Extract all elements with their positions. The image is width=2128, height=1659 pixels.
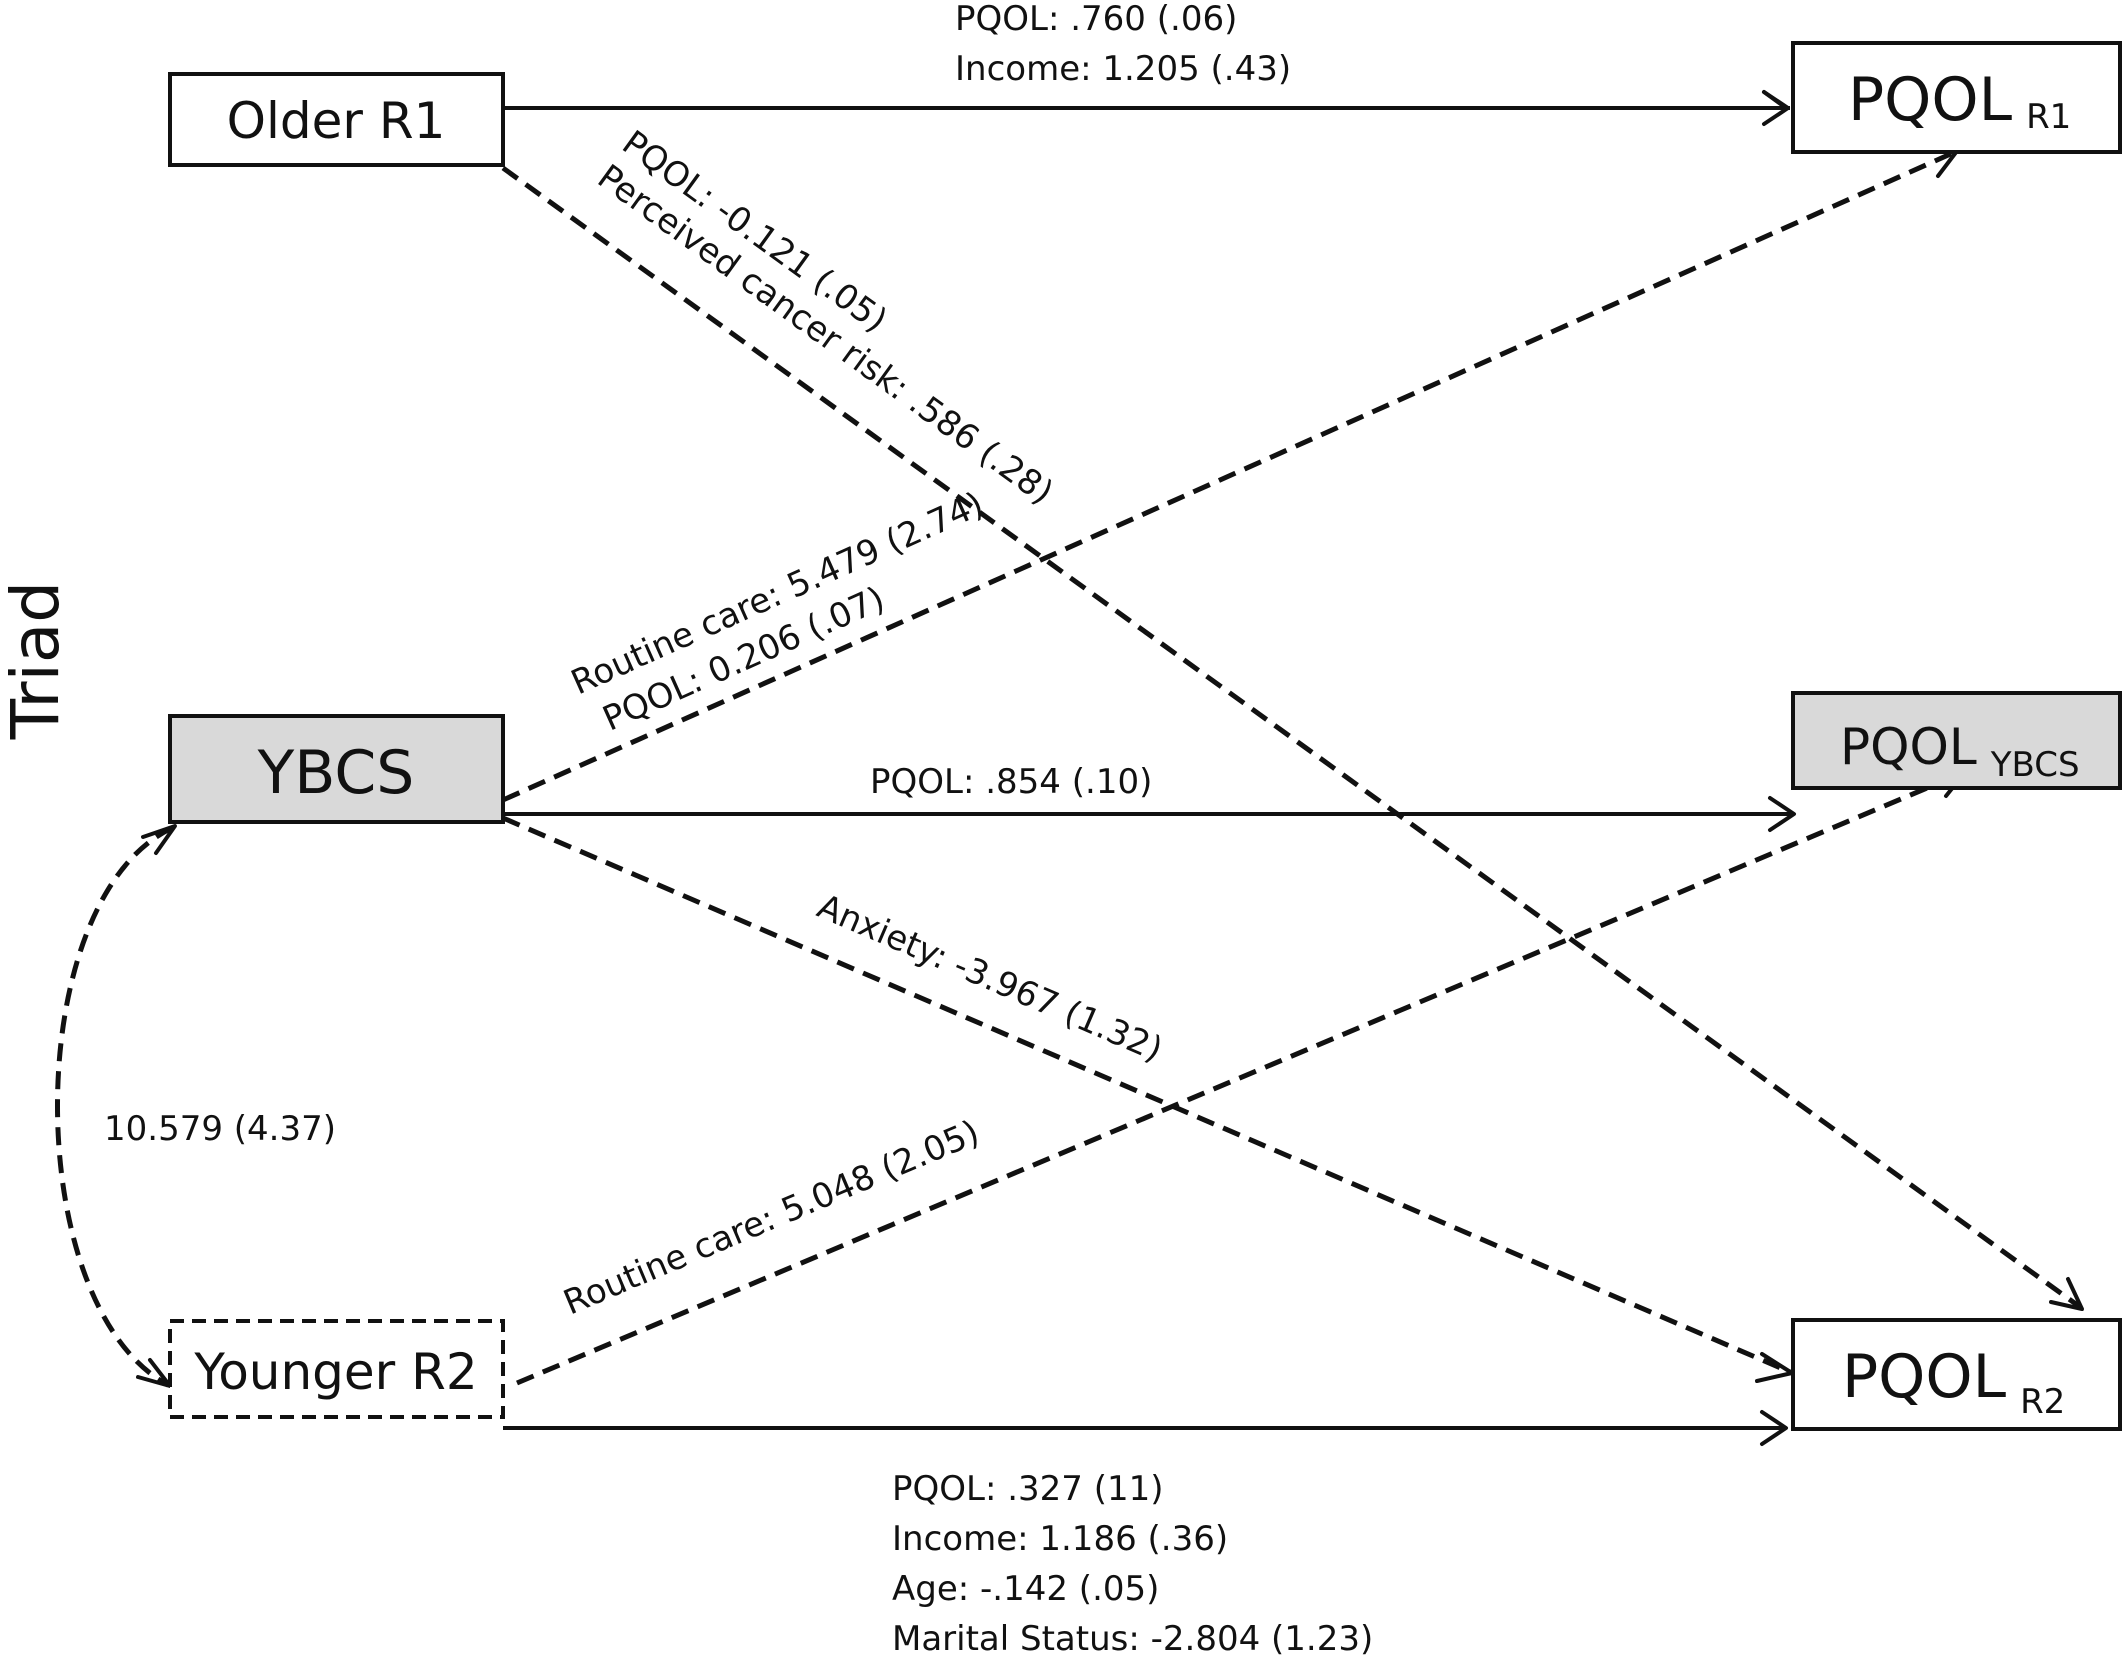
node-younger-r2-label: Younger R2 (193, 1343, 477, 1401)
node-ybcs-label: YBCS (257, 738, 415, 808)
node-pqol-r1-text: PQOL R1 (1848, 65, 2071, 137)
node-pqol-ybcs: PQOL YBCS (1791, 691, 2122, 790)
label-younger-pqol-r2-4: Marital Status: -2.804 (1.23) (892, 1619, 1373, 1659)
label-older-pqol-r1-1: PQOL: .760 (.06) (955, 0, 1237, 39)
label-group-older-pqol-r2: PQOL: -0.121 (.05) Perceived cancer risk… (590, 123, 1060, 513)
node-pqol-r2: PQOL R2 (1791, 1318, 2122, 1431)
label-younger-pqol-r2-3: Age: -.142 (.05) (892, 1569, 1159, 1609)
node-younger-r2-box (168, 1319, 505, 1419)
node-pqol-ybcs-sub: YBCS (1990, 745, 2080, 785)
label-group-ybcs-pqol-r1: Routine care: 5.479 (2.74) PQOL: 0.206 (… (565, 484, 989, 739)
node-older-r1: Older R1 (168, 72, 505, 167)
label-younger-pqol-r2-1: PQOL: .327 (11) (892, 1469, 1164, 1509)
triad-side-label: Triad (0, 581, 74, 740)
edge-ybcs-to-pqol-ybcs (503, 796, 1796, 832)
edge-older-to-pqol-r2 (501, 165, 2084, 1311)
label-older-pqol-r1-2: Income: 1.205 (.43) (955, 49, 1291, 89)
label-older-pqol-r2-2: Perceived cancer risk: .586 (.28) (590, 157, 1060, 513)
node-pqol-r2-box (1791, 1318, 2122, 1431)
node-pqol-r2-sub: R2 (2020, 1382, 2065, 1422)
node-pqol-r1-sub: R1 (2026, 97, 2071, 137)
edge-younger-to-pqol-ybcs (516, 766, 1968, 1386)
label-group-younger-pqol-ybcs: Routine care: 5.048 (2.05) (558, 1113, 985, 1324)
label-ybcs-pqol-r2: Anxiety: -3.967 (1.32) (811, 887, 1168, 1071)
label-younger-pqol-r2-2: Income: 1.186 (.36) (892, 1519, 1228, 1559)
node-pqol-r2-main: PQOL (1842, 1342, 2007, 1412)
node-older-r1-box (168, 72, 505, 167)
node-pqol-ybcs-box (1791, 691, 2122, 790)
edge-younger-to-pqol-r2 (503, 1410, 1788, 1446)
node-pqol-ybcs-text: PQOL YBCS (1840, 718, 2080, 785)
node-pqol-ybcs-main: PQOL (1840, 718, 1977, 776)
node-ybcs: YBCS (168, 714, 505, 824)
node-pqol-r1-box (1791, 41, 2122, 154)
node-pqol-r1: PQOL R1 (1791, 41, 2122, 154)
edge-ybcs-younger-covariance (55, 824, 177, 1388)
edge-ybcs-to-pqol-r2 (502, 815, 1794, 1383)
edge-older-to-pqol-r1 (503, 90, 1790, 126)
label-group-ybcs-pqol-r2: Anxiety: -3.967 (1.32) (811, 887, 1168, 1071)
node-pqol-r2-text: PQOL R2 (1842, 1342, 2065, 1422)
label-ybcs-pqol-r1-1: Routine care: 5.479 (2.74) (565, 484, 989, 703)
node-ybcs-box (168, 714, 505, 824)
node-older-r1-label: Older R1 (227, 92, 446, 150)
node-younger-r2: Younger R2 (168, 1319, 505, 1419)
node-pqol-r1-main: PQOL (1848, 65, 2013, 135)
label-covariance: 10.579 (4.37) (104, 1109, 336, 1149)
label-ybcs-pqol-ybcs: PQOL: .854 (.10) (870, 762, 1152, 802)
label-younger-pqol-ybcs: Routine care: 5.048 (2.05) (558, 1113, 985, 1324)
